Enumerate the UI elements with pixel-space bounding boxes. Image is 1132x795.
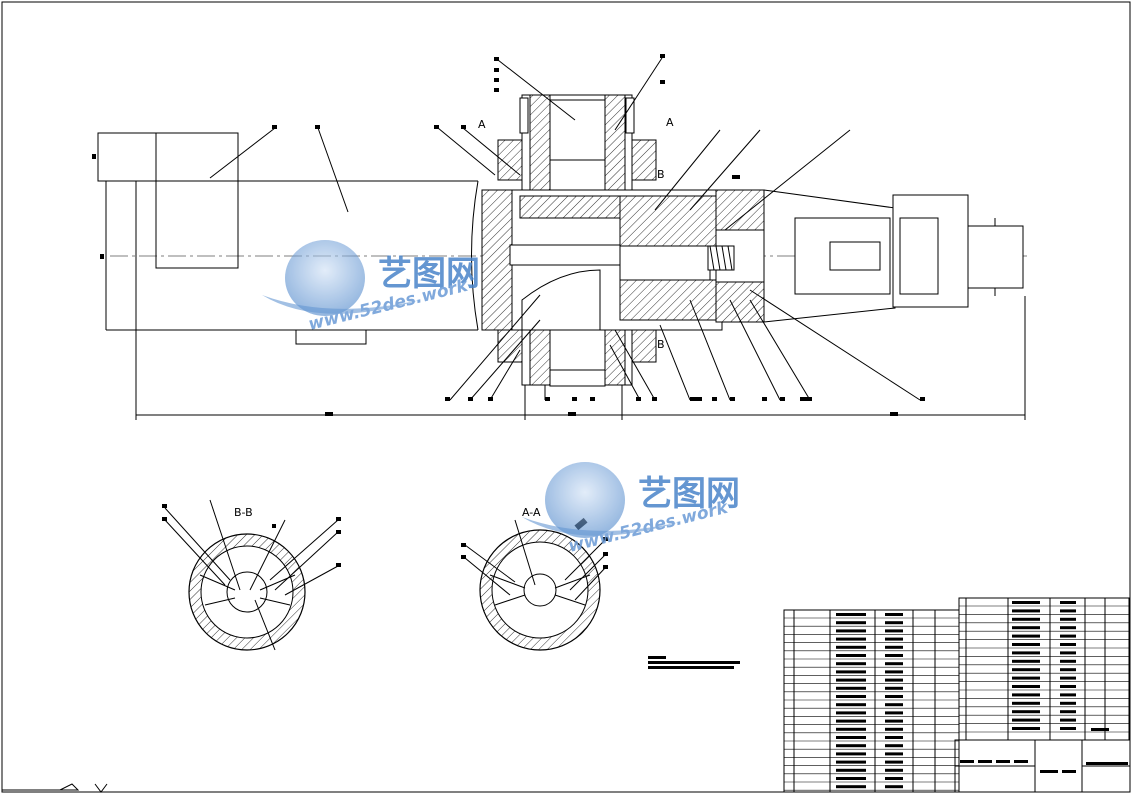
technical-notes (648, 656, 740, 669)
motor-box (97, 132, 157, 182)
section-view-b-b: B-B (162, 499, 341, 651)
section-view-a-a: A-A (461, 506, 608, 651)
svg-text:艺图网: 艺图网 (378, 254, 480, 294)
parts-list-table (783, 597, 1131, 793)
part-number-marks (92, 54, 925, 416)
svg-text:艺图网: 艺图网 (638, 474, 740, 514)
corner-symbols (59, 783, 108, 793)
section-b-title: B-B (234, 506, 253, 519)
cut-mark-b-top: B (657, 168, 665, 181)
gearbox-body (155, 132, 239, 269)
end-cap (967, 225, 1024, 289)
cut-mark-a-right: A (666, 116, 674, 129)
section-a-title: A-A (522, 506, 541, 519)
watermark-1: 艺图网 www.52des.work (262, 240, 480, 335)
cut-mark-a-left: A (478, 118, 486, 131)
cut-mark-b-bottom: B (657, 338, 665, 351)
main-assembly-view: A A B B (92, 54, 1030, 420)
